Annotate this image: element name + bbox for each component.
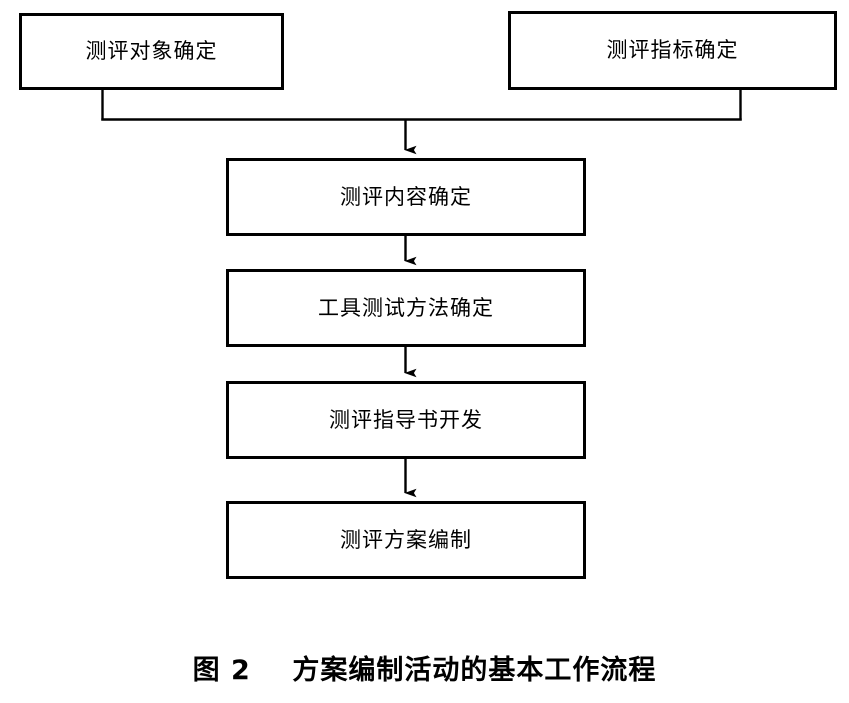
node-box-plan[interactable]: 测评方案编制 [226, 501, 586, 579]
figure-caption: 图 2 方案编制活动的基本工作流程 [192, 655, 657, 686]
node-label-object: 测评对象确定 [85, 39, 218, 63]
node-label-guide: 测评指导书开发 [329, 407, 483, 432]
node-box-guide[interactable]: 测评指导书开发 [226, 381, 586, 459]
node-box-content[interactable]: 测评内容确定 [226, 158, 586, 236]
node-label-plan: 测评方案编制 [340, 527, 472, 552]
node-box-index[interactable]: 测评指标确定 [508, 11, 837, 90]
node-label-content: 测评内容确定 [340, 184, 472, 209]
node-label-method: 工具测试方法确定 [318, 295, 494, 320]
node-box-object[interactable]: 测评对象确定 [19, 13, 284, 90]
node-label-index: 测评指标确定 [606, 38, 739, 62]
node-box-method[interactable]: 工具测试方法确定 [226, 269, 586, 347]
